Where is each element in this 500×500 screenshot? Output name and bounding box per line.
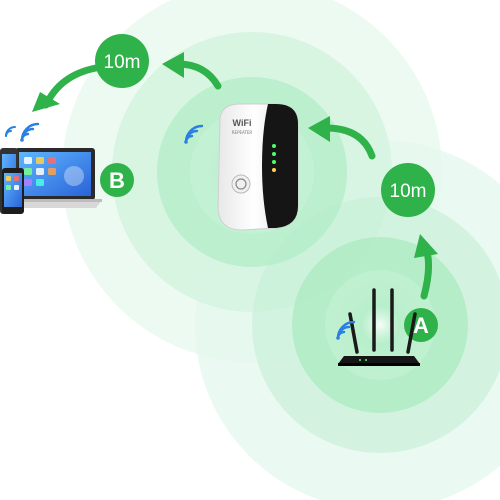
distance-badge-top-label: 10m: [104, 52, 141, 73]
wifi-signal-icon: [184, 124, 204, 144]
repeater-led: [272, 168, 276, 172]
point-b-label: B: [109, 168, 125, 193]
phone-icon: [2, 168, 24, 214]
router-body: [338, 356, 420, 364]
client-devices: [0, 122, 102, 214]
wifi-signal-icon: [336, 320, 356, 340]
distance-badge-top: 10m: [95, 34, 149, 88]
router-antennas: [348, 288, 417, 354]
point-a-label: A: [413, 313, 429, 338]
laptop-icon: [8, 148, 102, 208]
router-base: [338, 363, 420, 366]
repeater-model-text: REPEATER: [232, 130, 253, 135]
arrow-b-head: [32, 92, 60, 112]
repeater-side-panel: [262, 104, 298, 228]
repeater-brand-text: WiFi: [233, 118, 252, 128]
arrow-repeater-head: [162, 52, 184, 78]
repeater-led: [272, 160, 276, 164]
arrow-10m-head: [308, 116, 330, 142]
repeater-led: [272, 152, 276, 156]
distance-badge-right: 10m: [381, 163, 435, 217]
wifi-router: [336, 288, 420, 366]
wifi-signal-icon: [20, 122, 40, 142]
wifi-signal-icon: [5, 126, 16, 137]
distance-badge-right-label: 10m: [390, 181, 427, 202]
arrow-router-head: [414, 234, 438, 258]
repeater-led: [272, 144, 276, 148]
wifi-repeater: WiFi REPEATER: [184, 103, 299, 231]
wps-button: [231, 174, 251, 194]
arrow-10m-to-repeater: [322, 124, 376, 160]
point-b-badge: B: [100, 163, 134, 197]
